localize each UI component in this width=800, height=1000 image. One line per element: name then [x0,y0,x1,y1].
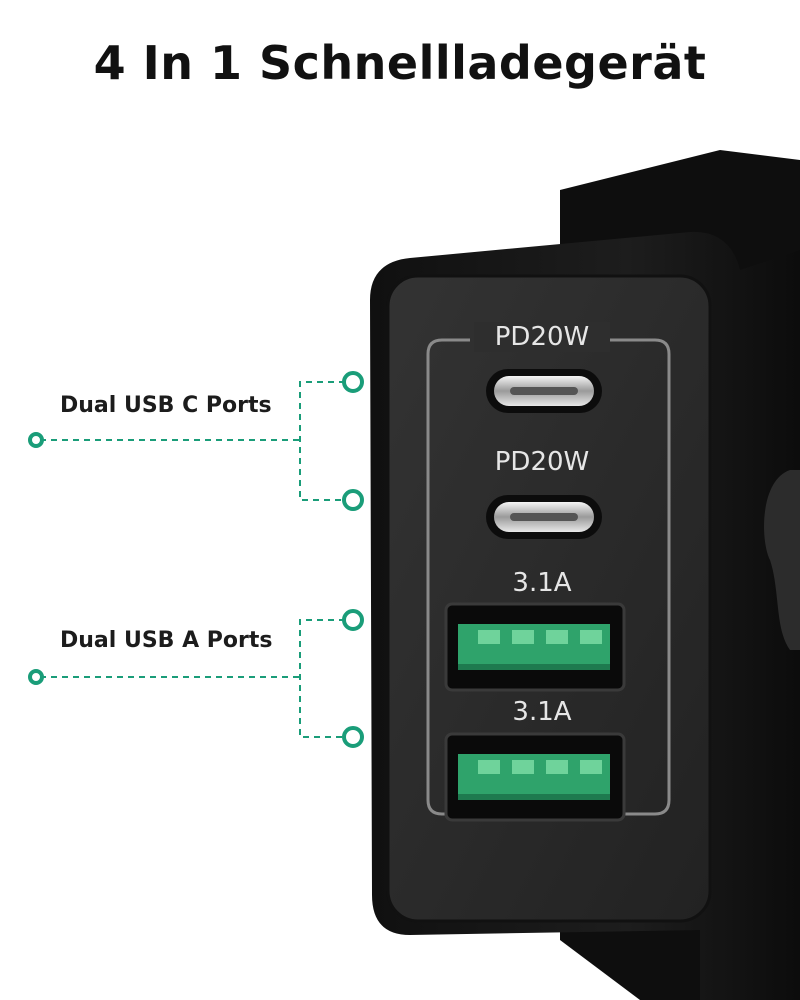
callout-label-usb-c: Dual USB C Ports [60,393,272,418]
usb-a-port-1[interactable] [444,602,626,692]
callout-dot-icon [28,432,44,448]
port-label-usb-c-1: PD20W [474,322,610,352]
usb-a-port-2[interactable] [444,732,626,822]
callout-dot-icon [342,726,364,748]
callout-dot-icon [342,371,364,393]
port-label-usb-a-1: 3.1A [512,568,572,598]
port-label-usb-a-2: 3.1A [512,697,572,727]
callout-label-usb-a: Dual USB A Ports [60,628,273,653]
callout-lines [40,381,345,738]
usb-c-port-2[interactable] [486,495,602,539]
usb-c-port-1[interactable] [486,369,602,413]
brand-logo-icon [764,470,800,650]
port-label-usb-c-2: PD20W [494,447,590,477]
callout-dot-icon [342,609,364,631]
callout-dot-icon [342,489,364,511]
page-title: 4 In 1 Schnellladegerät [93,36,707,90]
callout-dot-icon [28,669,44,685]
callout-markers [28,371,364,748]
